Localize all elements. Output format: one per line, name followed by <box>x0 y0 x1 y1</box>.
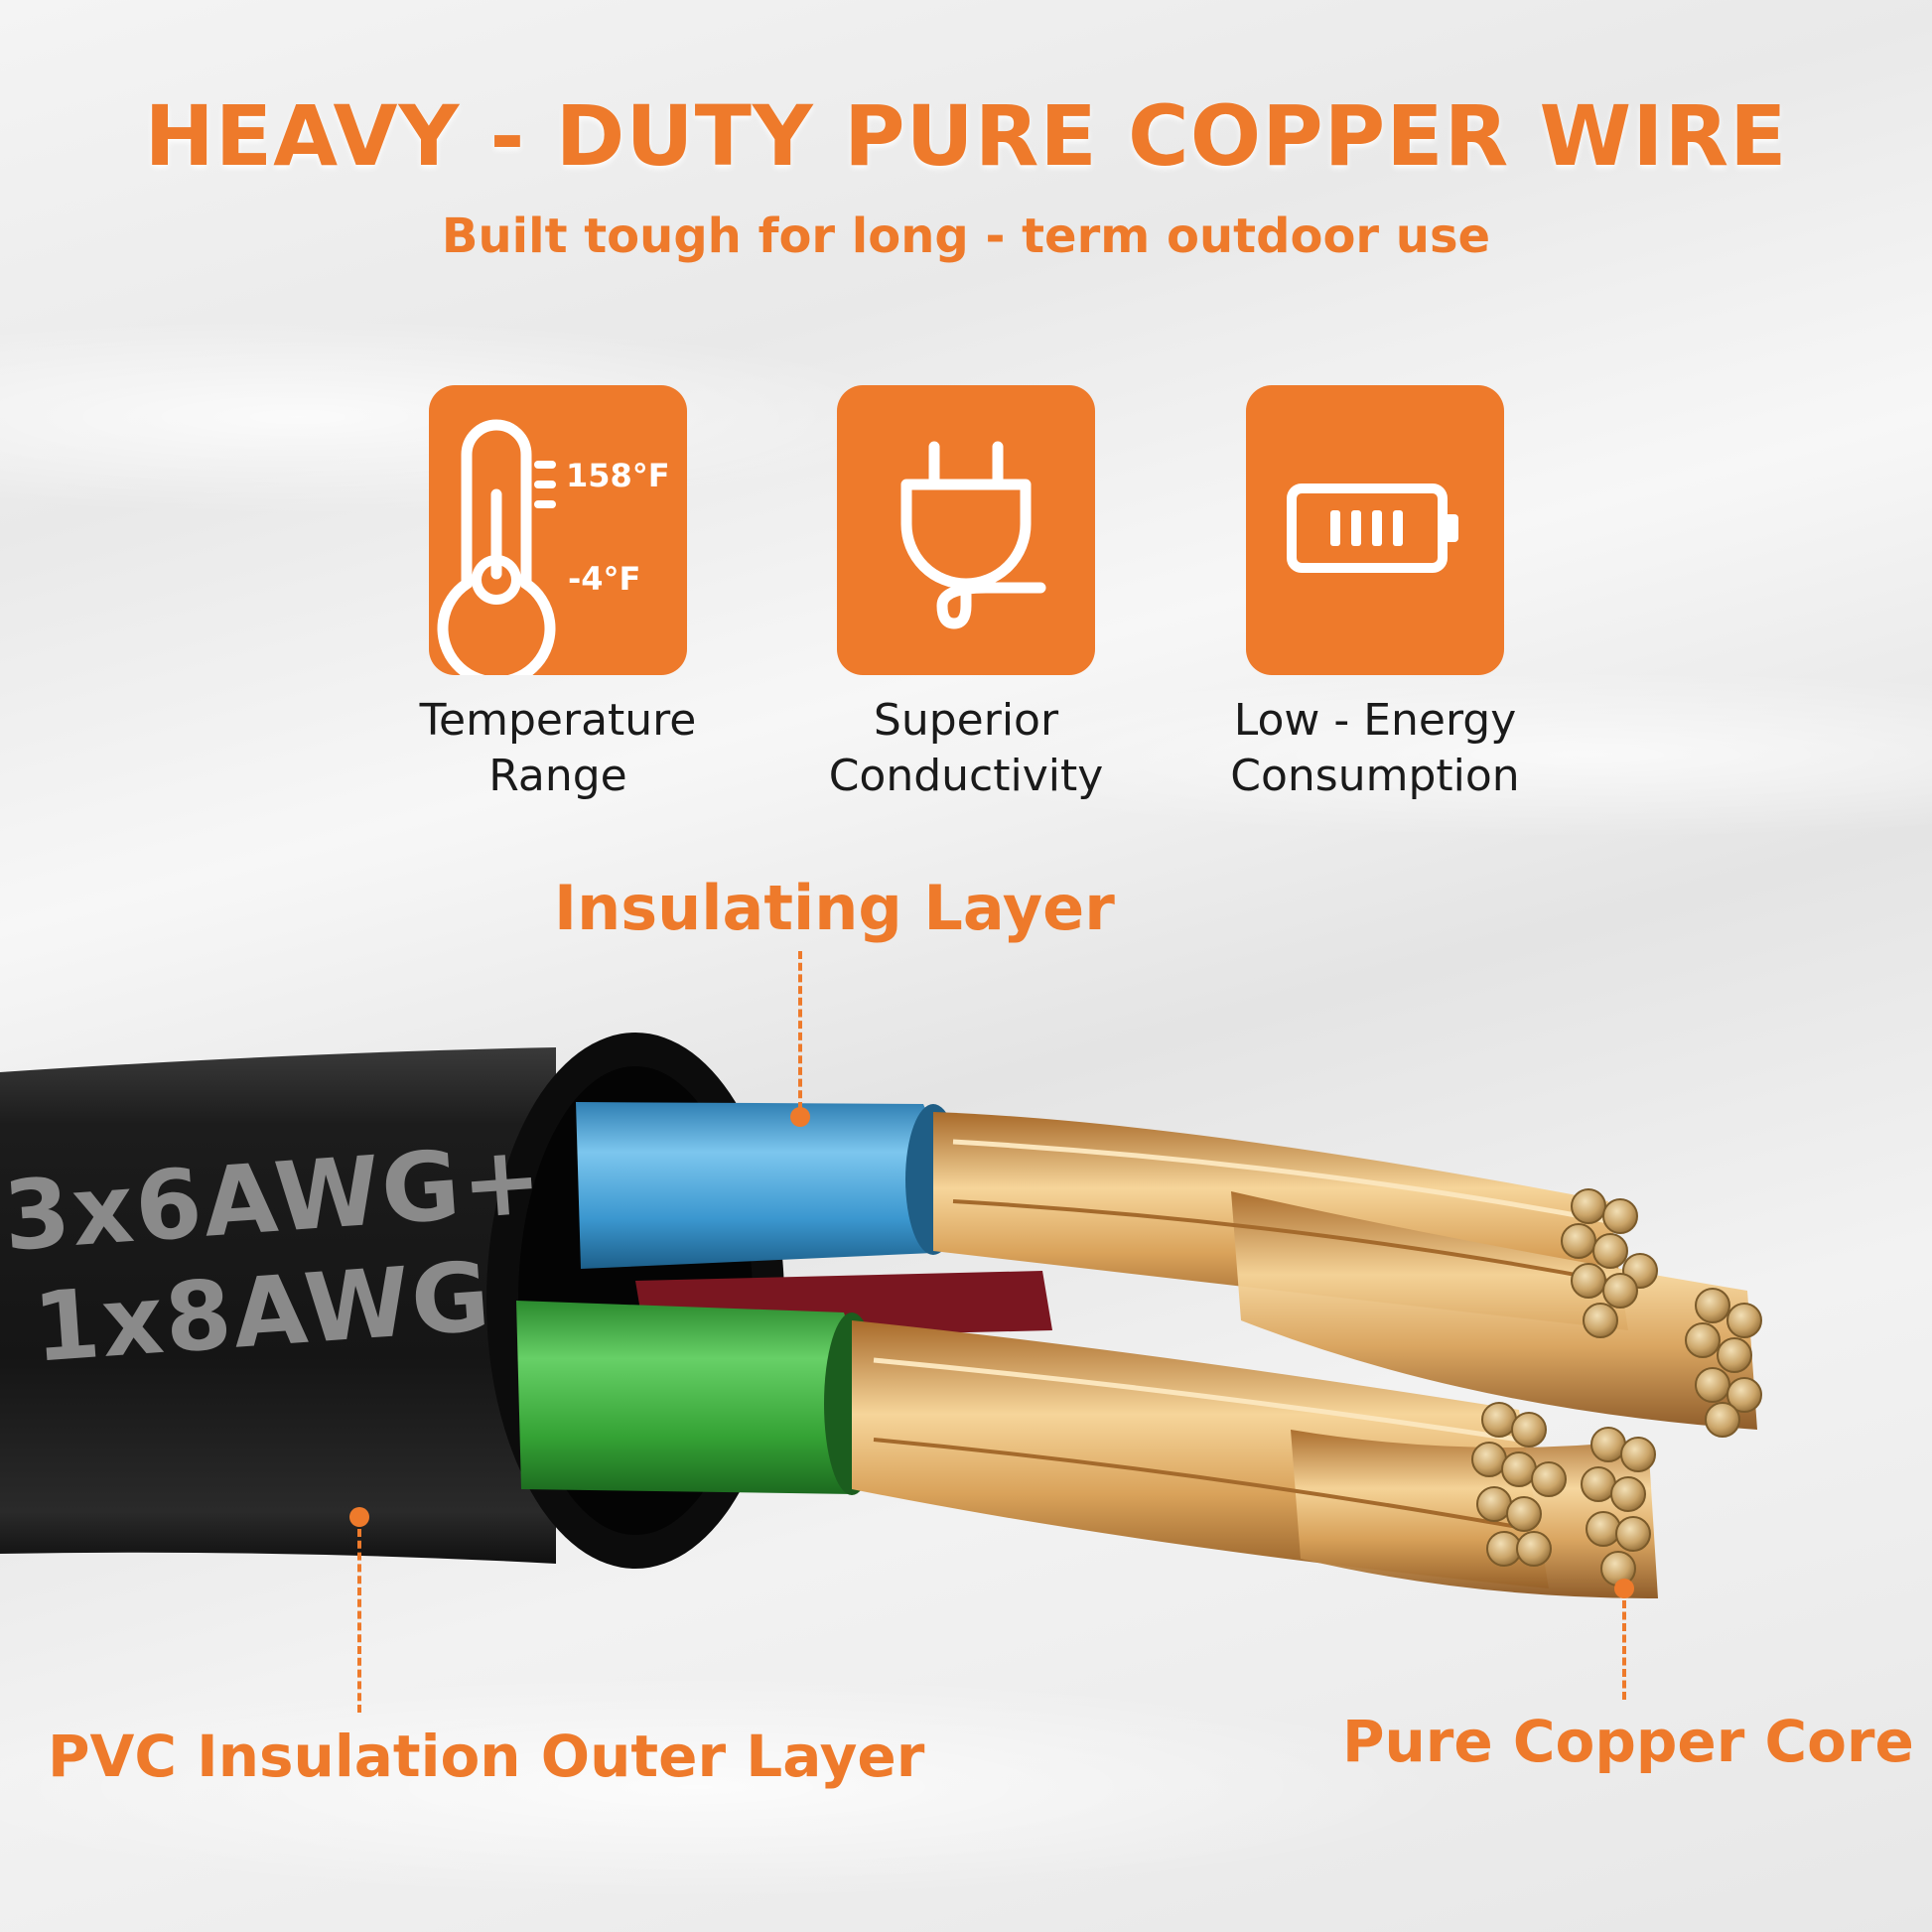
strand-end-faces <box>1471 1188 1762 1587</box>
feature-label-temperature: Temperature Range <box>419 695 697 801</box>
feature-tile-conductivity <box>837 385 1095 675</box>
temperature-low-value: -4°F <box>568 560 641 598</box>
callout-pure-copper-core: Pure Copper Core <box>1342 1708 1914 1775</box>
callout-insulating-line <box>798 951 802 1110</box>
feature-label-energy: Low - Energy Consumption <box>1230 695 1520 801</box>
battery-icon <box>1287 483 1458 573</box>
callout-outer-line <box>357 1529 361 1713</box>
copper-strands-lower <box>852 1320 1658 1598</box>
callout-core-dot <box>1614 1579 1634 1598</box>
callout-insulating-dot <box>790 1107 810 1127</box>
copper-strands-upper <box>933 1112 1757 1430</box>
feature-tile-temperature: 158°F -4°F <box>429 385 687 675</box>
page-subtitle: Built tough for long - term outdoor use <box>441 208 1491 264</box>
blue-insulation <box>576 1102 941 1269</box>
callout-outer-dot <box>349 1507 369 1527</box>
temperature-high-value: 158°F <box>566 457 670 494</box>
thermometer-icon <box>437 419 556 675</box>
green-insulation <box>516 1301 862 1494</box>
feature-tile-energy <box>1246 385 1504 675</box>
feature-label-conductivity: Superior Conductivity <box>828 695 1104 801</box>
callout-insulating-layer: Insulating Layer <box>554 872 1115 944</box>
pvc-jacket-body <box>0 1047 556 1564</box>
page-title: HEAVY - DUTY PURE COPPER WIRE <box>144 87 1788 185</box>
callout-pvc-outer-layer: PVC Insulation Outer Layer <box>48 1723 925 1790</box>
plug-icon <box>900 441 1046 629</box>
callout-core-line <box>1622 1600 1626 1700</box>
